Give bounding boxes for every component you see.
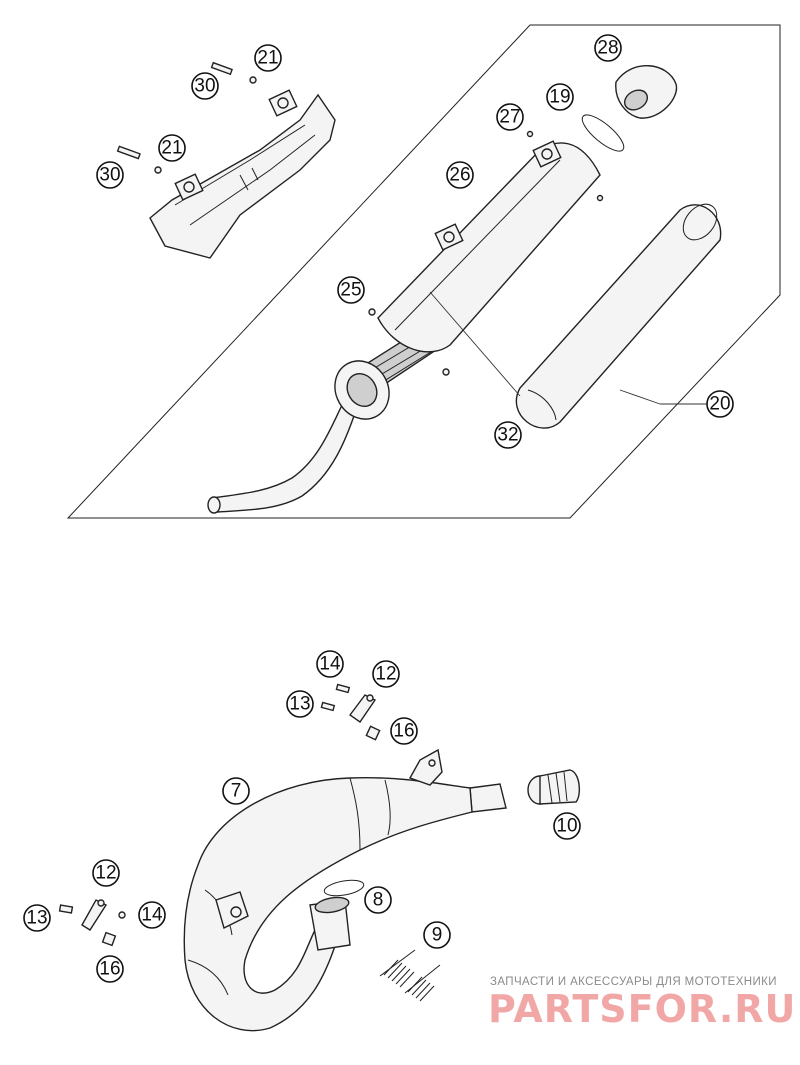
callout-27: 27 — [496, 103, 524, 131]
svg-text:30: 30 — [194, 76, 215, 97]
callout-13: 13 — [23, 904, 51, 932]
svg-text:16: 16 — [99, 959, 120, 980]
watermark-subtitle: ЗАПЧАСТИ И АКСЕССУАРЫ ДЛЯ МОТОТЕХНИКИ — [490, 976, 777, 988]
callout-12: 12 — [372, 660, 400, 688]
silencer-group-frame — [66, 24, 781, 519]
callout-25: 25 — [337, 276, 365, 304]
svg-text:21: 21 — [161, 138, 182, 159]
callout-21: 21 — [158, 134, 186, 162]
svg-text:30: 30 — [99, 165, 120, 186]
callout-13: 13 — [286, 690, 314, 718]
svg-text:9: 9 — [432, 925, 443, 946]
svg-text:26: 26 — [449, 165, 470, 186]
svg-text:28: 28 — [597, 38, 618, 59]
callout-30: 30 — [191, 72, 219, 100]
svg-text:13: 13 — [26, 908, 47, 929]
callout-30: 30 — [96, 161, 124, 189]
silencer-bracket-detail — [116, 61, 336, 259]
svg-text:20: 20 — [709, 394, 730, 415]
watermark-brand: PARTSFOR.RU — [488, 987, 796, 1031]
svg-text:19: 19 — [549, 87, 570, 108]
svg-text:16: 16 — [393, 721, 414, 742]
callout-20: 20 — [706, 390, 734, 418]
callout-9: 9 — [423, 921, 451, 949]
svg-text:13: 13 — [289, 694, 310, 715]
leader-lines — [429, 291, 708, 405]
callout-12: 12 — [92, 859, 120, 887]
callout-32: 32 — [494, 421, 522, 449]
svg-text:12: 12 — [375, 664, 396, 685]
callout-14: 14 — [316, 650, 344, 678]
svg-text:7: 7 — [231, 781, 242, 802]
svg-text:14: 14 — [141, 905, 163, 926]
callout-21: 21 — [254, 44, 282, 72]
svg-text:21: 21 — [257, 48, 278, 69]
svg-text:8: 8 — [373, 890, 384, 911]
callout-8: 8 — [364, 886, 392, 914]
svg-text:10: 10 — [556, 816, 577, 837]
svg-text:14: 14 — [319, 654, 341, 675]
callout-28: 28 — [594, 34, 622, 62]
svg-text:12: 12 — [95, 863, 116, 884]
svg-text:32: 32 — [497, 425, 518, 446]
callout-19: 19 — [546, 83, 574, 111]
mounting-bracket-upper — [320, 683, 381, 741]
silencer-assembly — [207, 65, 722, 514]
svg-text:27: 27 — [499, 107, 520, 128]
mounting-bracket-lower — [58, 899, 126, 947]
callout-16: 16 — [390, 717, 418, 745]
callout-16: 16 — [96, 955, 124, 983]
callout-7: 7 — [222, 777, 250, 805]
expansion-chamber-assembly — [183, 748, 581, 1032]
callout-26: 26 — [446, 161, 474, 189]
svg-text:25: 25 — [340, 280, 361, 301]
callout-10: 10 — [553, 812, 581, 840]
callout-14: 14 — [138, 901, 166, 929]
